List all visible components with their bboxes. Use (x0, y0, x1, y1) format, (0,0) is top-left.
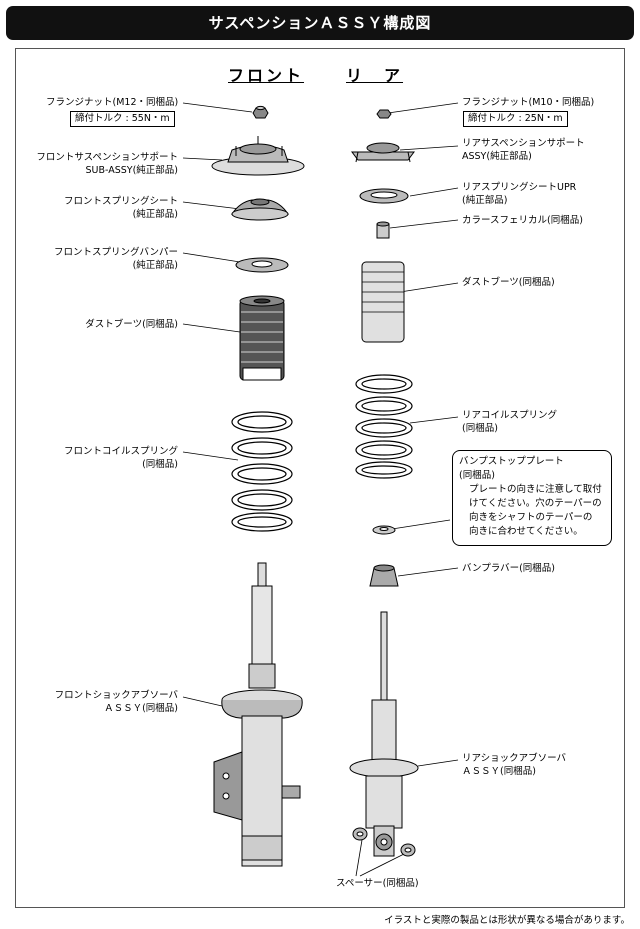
rear-coil-label: リアコイルスプリング (同梱品) (462, 409, 557, 435)
front-shock-icon (213, 562, 303, 867)
rear-spring-seat-icon (359, 188, 409, 204)
rear-bump-plate-icon (372, 525, 396, 535)
front-shock-line1: フロントショックアブソーバ (54, 690, 178, 701)
bump-plate-title: バンプストッププレート (459, 456, 564, 467)
front-spring-seat-line1: フロントスプリングシート (63, 196, 178, 207)
rear-spring-seat-label: リアスプリングシートUPR (純正部品) (462, 181, 576, 207)
front-coil-line2: (同梱品) (142, 459, 178, 470)
diagram-frame (15, 48, 625, 908)
front-parts (211, 105, 305, 867)
rear-coil-line2: (同梱品) (462, 423, 498, 434)
front-bumper-label: フロントスプリングバンパー (純正部品) (54, 246, 178, 272)
rear-spring-seat-line2: (純正部品) (462, 195, 508, 206)
rear-coil-spring-icon (355, 374, 413, 479)
rear-spacer-label: スペーサー(同梱品) (336, 878, 419, 889)
rear-bump-rubber-icon (369, 564, 399, 587)
title-banner: サスペンションＡＳＳＹ構成図 (6, 6, 634, 40)
front-header: フロント (228, 66, 305, 85)
front-support-line2: SUB-ASSY(純正部品) (85, 165, 179, 176)
front-support-icon (211, 136, 305, 176)
front-dust-boot-label: ダストブーツ(同梱品) (85, 319, 178, 330)
front-coil-line1: フロントコイルスプリング (63, 446, 178, 457)
front-coil-spring-icon (231, 411, 293, 532)
rear-spring-seat-line1: リアスプリングシートUPR (462, 182, 577, 193)
rear-bump-rubber-label: バンプラバー(同梱品) (462, 563, 556, 574)
front-spring-seat-label: フロントスプリングシート (純正部品) (64, 195, 178, 221)
front-coil-label: フロントコイルスプリング (同梱品) (64, 445, 178, 471)
front-support-label: フロントサスペンションサポート SUB-ASSY(純正部品) (36, 151, 178, 177)
page-title: サスペンションＡＳＳＹ構成図 (208, 14, 432, 32)
front-spring-seat-icon (231, 198, 289, 221)
rear-support-icon (351, 142, 415, 163)
front-flange-nut-label: フランジナット(M12・同梱品) (46, 97, 179, 108)
rear-shock-line2: ＡＳＳＹ(同梱品) (462, 766, 536, 777)
rear-collar-label: カラースフェリカル(同梱品) (462, 215, 583, 226)
rear-shock-label: リアショックアブソーバ ＡＳＳＹ(同梱品) (462, 752, 566, 778)
rear-spacer-icons (352, 827, 416, 857)
rear-support-label: リアサスペンションサポート ASSY(純正部品) (462, 137, 585, 163)
rear-shock-icon (349, 611, 419, 857)
front-torque-box: 締付トルク : 55N・m (70, 111, 175, 127)
front-flange-nut-icon (252, 105, 269, 119)
bump-plate-note-text: プレートの向きに注意して取付 けてください。穴のテーパーの 向きをシャフトのテー… (469, 484, 602, 537)
front-shock-line2: ＡＳＳＹ(同梱品) (104, 703, 178, 714)
rear-coil-line1: リアコイルスプリング (462, 410, 558, 421)
rear-collar-icon (376, 221, 390, 239)
footer-disclaimer: イラストと実際の製品とは形状が異なる場合があります。 (384, 915, 630, 926)
front-spring-seat-line2: (純正部品) (132, 209, 178, 220)
bump-plate-note: バンプストッププレート (同梱品) プレートの向きに注意して取付 けてください。… (452, 450, 612, 546)
rear-flange-nut-icon (376, 109, 392, 119)
front-bumper-icon (235, 257, 289, 273)
rear-dust-boot-label: ダストブーツ(同梱品) (462, 277, 555, 288)
rear-header: リ ア (346, 66, 404, 85)
rear-torque-box: 締付トルク : 25N・m (463, 111, 568, 127)
rear-parts (349, 109, 419, 857)
front-shock-label: フロントショックアブソーバ ＡＳＳＹ(同梱品) (55, 689, 178, 715)
rear-support-line1: リアサスペンションサポート (462, 138, 585, 149)
leader-lines (182, 102, 459, 877)
rear-shock-line1: リアショックアブソーバ (462, 753, 567, 764)
rear-flange-nut-label: フランジナット(M10・同梱品) (462, 97, 595, 108)
front-dust-boot-icon (239, 295, 285, 381)
front-bumper-line1: フロントスプリングバンパー (54, 247, 178, 258)
rear-support-line2: ASSY(純正部品) (462, 151, 532, 162)
front-bumper-line2: (純正部品) (132, 260, 178, 271)
bump-plate-sub: (同梱品) (459, 470, 495, 481)
rear-dust-boot-icon (361, 261, 405, 343)
front-support-line1: フロントサスペンションサポート (36, 152, 178, 163)
